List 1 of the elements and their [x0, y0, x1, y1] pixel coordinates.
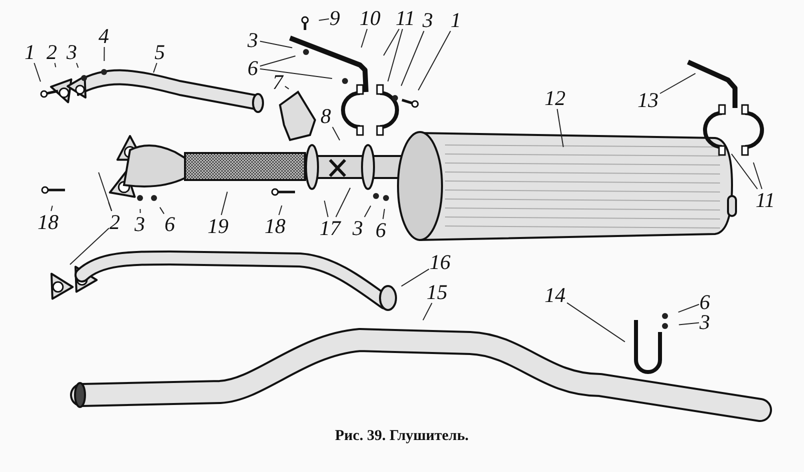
figure-caption: Рис. 39. Глушитель. — [335, 428, 469, 445]
